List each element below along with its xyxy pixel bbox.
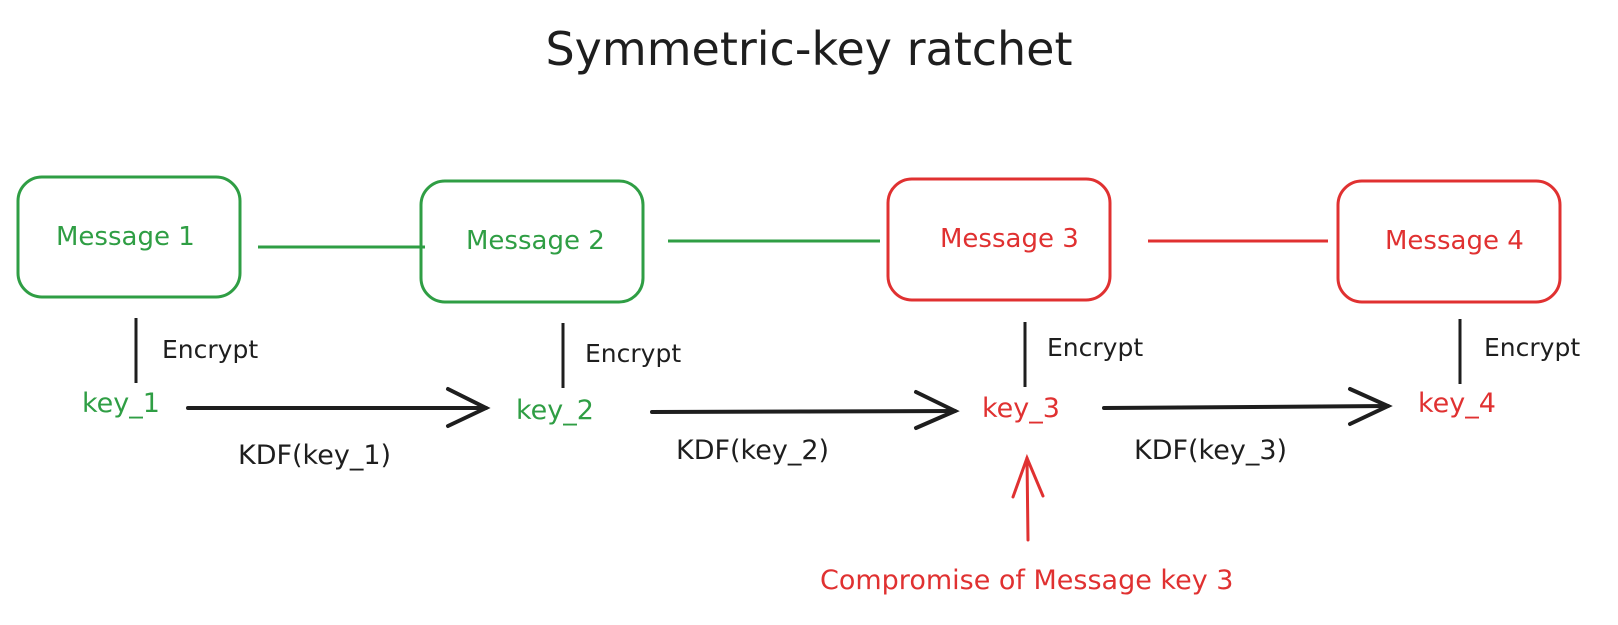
kdf-arrow-1	[186, 387, 491, 428]
message-label-4: Message 4	[1385, 226, 1524, 256]
key-label-3: key_3	[982, 393, 1060, 424]
encrypt-label-3: Encrypt	[1047, 333, 1144, 362]
kdf-arrow-3	[1102, 387, 1393, 426]
message-box-2	[419, 179, 645, 304]
encrypt-label-1: Encrypt	[162, 335, 259, 364]
kdf-arrow-2	[650, 390, 960, 430]
encrypt-label-2: Encrypt	[585, 339, 682, 368]
encrypt-label-4: Encrypt	[1484, 333, 1581, 362]
compromise-arrow	[1011, 453, 1045, 542]
message-box-1	[16, 175, 242, 299]
message-label-2: Message 2	[466, 226, 605, 256]
kdf-label-1: KDF(key_1)	[238, 440, 392, 471]
message-box-3	[886, 177, 1112, 302]
compromise-label: Compromise of Message key 3	[820, 565, 1234, 596]
kdf-label-3: KDF(key_3)	[1134, 435, 1288, 466]
kdf-label-2: KDF(key_2)	[676, 435, 830, 466]
diagram-title: Symmetric-key ratchet	[545, 22, 1073, 76]
key-label-1: key_1	[82, 388, 160, 419]
message-label-3: Message 3	[940, 224, 1079, 254]
message-box-4	[1336, 179, 1562, 304]
key-label-2: key_2	[516, 395, 594, 426]
key-label-4: key_4	[1418, 388, 1496, 419]
message-label-1: Message 1	[56, 222, 195, 252]
